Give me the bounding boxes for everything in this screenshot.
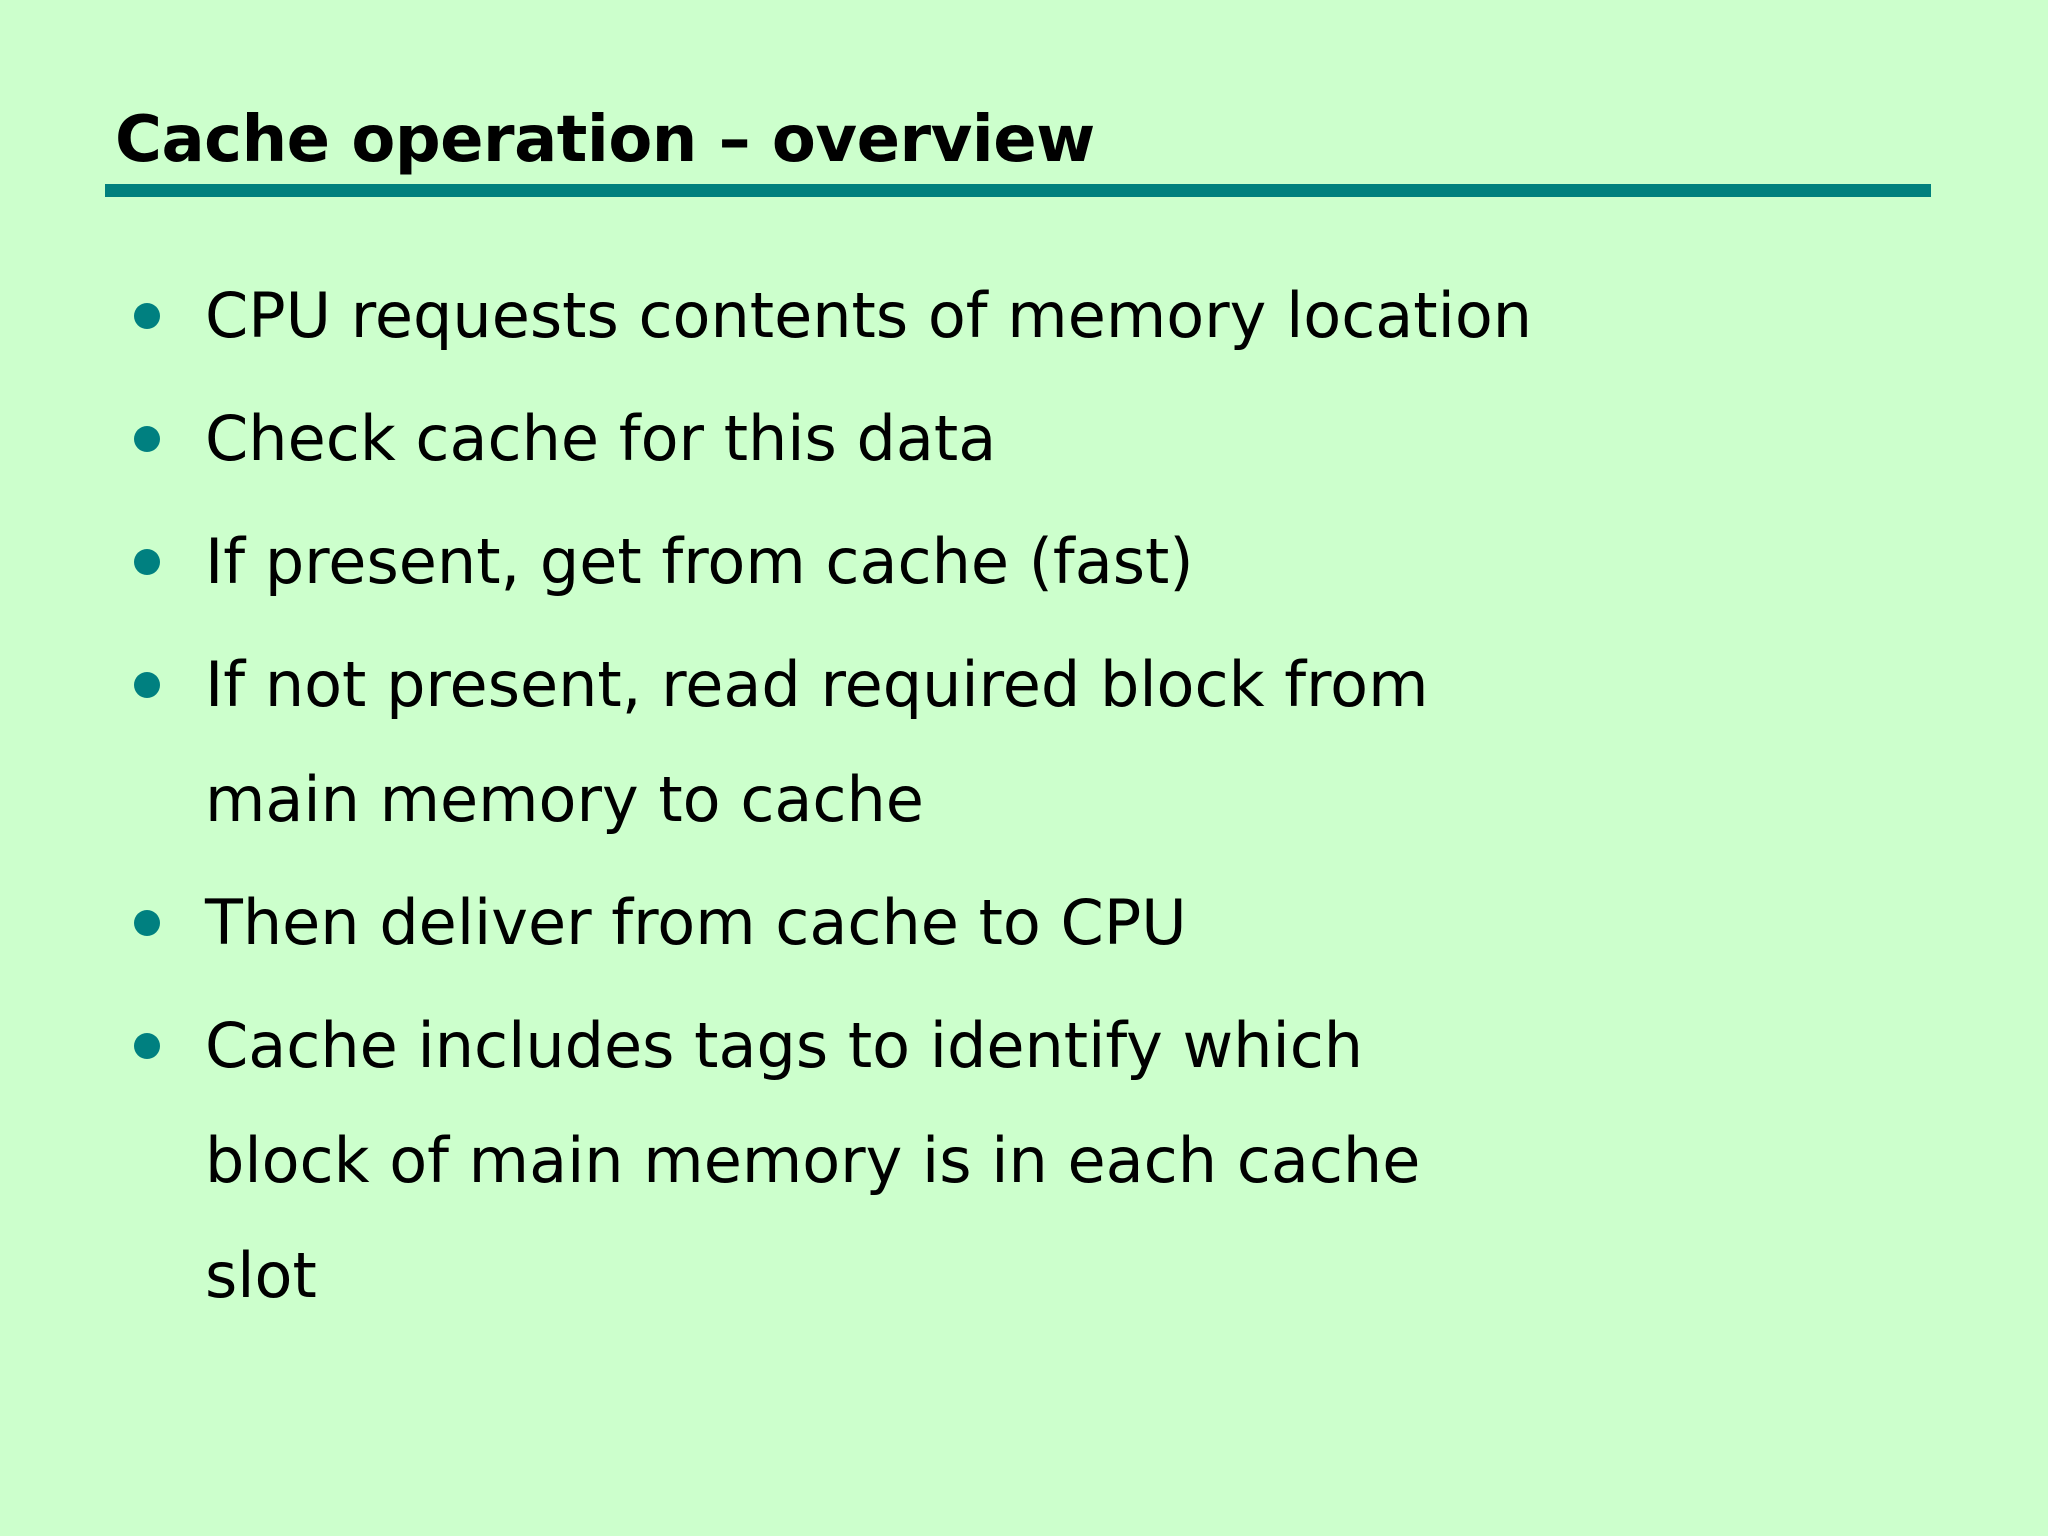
bullet-list: CPU requests contents of memory location… xyxy=(130,258,1960,1341)
list-item-label: Cache includes tags to identify which bl… xyxy=(205,1009,1421,1312)
page-title: Cache operation – overview xyxy=(115,103,1095,177)
bullet-dot-icon xyxy=(134,549,160,575)
bullet-dot-icon xyxy=(134,1033,160,1059)
slide-header: Cache operation – overview xyxy=(105,108,1931,197)
list-item-label: Then deliver from cache to CPU xyxy=(205,886,1187,959)
list-item-label: If present, get from cache (fast) xyxy=(205,525,1194,598)
bullet-dot-icon xyxy=(134,910,160,936)
title-underline-rule xyxy=(105,184,1931,197)
list-item: Cache includes tags to identify which bl… xyxy=(130,988,1960,1333)
list-item-label: If not present, read required block from… xyxy=(205,648,1429,836)
bullet-dot-icon xyxy=(134,426,160,452)
list-item: CPU requests contents of memory location xyxy=(130,258,1960,373)
list-item: Then deliver from cache to CPU xyxy=(130,865,1960,980)
list-item: Check cache for this data xyxy=(130,381,1960,496)
list-item-label: Check cache for this data xyxy=(205,402,997,475)
bullet-dot-icon xyxy=(134,672,160,698)
list-item: If present, get from cache (fast) xyxy=(130,504,1960,619)
bullet-dot-icon xyxy=(134,303,160,329)
list-item-label: CPU requests contents of memory location xyxy=(205,279,1533,352)
list-item: If not present, read required block from… xyxy=(130,627,1960,857)
